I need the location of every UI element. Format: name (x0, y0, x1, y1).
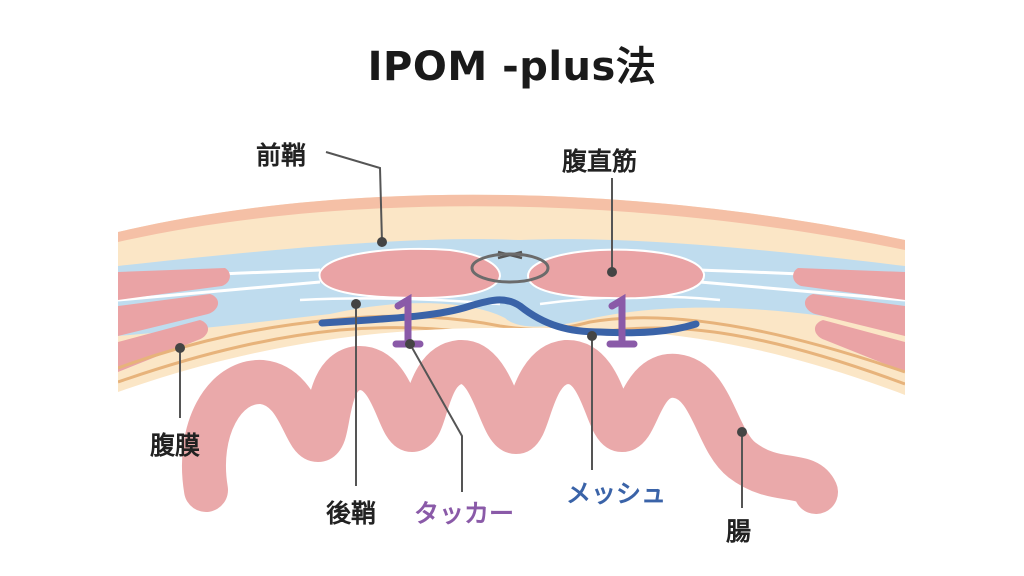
tacker-right (606, 293, 638, 348)
lateral-muscle-left (118, 268, 230, 300)
mesh-line (318, 296, 700, 337)
lateral-muscle-right (804, 294, 905, 336)
fascia-streak (699, 280, 905, 302)
intestine-loop (181, 340, 838, 514)
lateral-muscle-right (814, 320, 905, 372)
label-intestine: 腸 (726, 517, 752, 546)
abdominal-wall (118, 194, 905, 395)
lateral-muscle-right (793, 268, 905, 300)
lateral-muscle-left (118, 294, 219, 336)
fascia-streak (118, 280, 321, 302)
peritoneum-line (118, 314, 905, 374)
leader-tacker (409, 343, 463, 492)
diagram-title: IPOM -plus法 (367, 44, 657, 90)
intestine (181, 340, 838, 514)
label-peritoneum: 腹膜 (150, 431, 201, 460)
leader-anterior-sheath (325, 151, 383, 243)
label-mesh: メッシュ (566, 479, 667, 508)
label-anterior-sheath: 前鞘 (256, 141, 307, 170)
label-posterior-sheath: 後鞘 (326, 499, 377, 528)
label-tacker: タッカー (414, 499, 515, 528)
rectus-muscle-left (318, 247, 502, 300)
label-rectus-muscle: 腹直筋 (562, 147, 638, 176)
fascia-band (118, 239, 905, 336)
leader-lines (179, 151, 743, 508)
suture-highlight-ellipse (470, 252, 550, 284)
skin-edge (118, 194, 905, 250)
leader-dots (175, 237, 747, 437)
